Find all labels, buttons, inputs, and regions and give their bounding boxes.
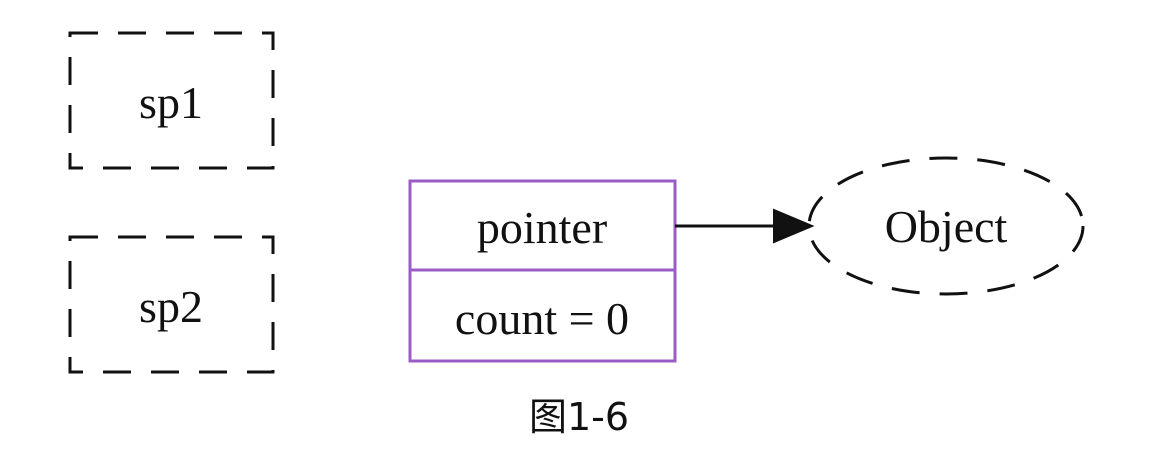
node-object: Object: [807, 156, 1085, 296]
node-sp1: sp1: [68, 31, 275, 170]
node-sp1-label: sp1: [139, 77, 203, 128]
node-sp2: sp2: [68, 235, 275, 374]
record-field-pointer: pointer: [477, 202, 607, 253]
node-object-label: Object: [885, 201, 1008, 252]
node-sp2-label: sp2: [139, 281, 203, 332]
node-sp1-border: [68, 31, 275, 170]
record-field-count: count = 0: [455, 293, 629, 344]
node-object-border: [807, 156, 1085, 296]
node-sp2-border: [68, 235, 275, 374]
arrow-head: [773, 208, 815, 244]
node-pointer-record: pointer count = 0: [408, 179, 677, 363]
edge-pointer-to-object: [675, 208, 815, 244]
figure-caption: 图1-6: [528, 395, 630, 439]
